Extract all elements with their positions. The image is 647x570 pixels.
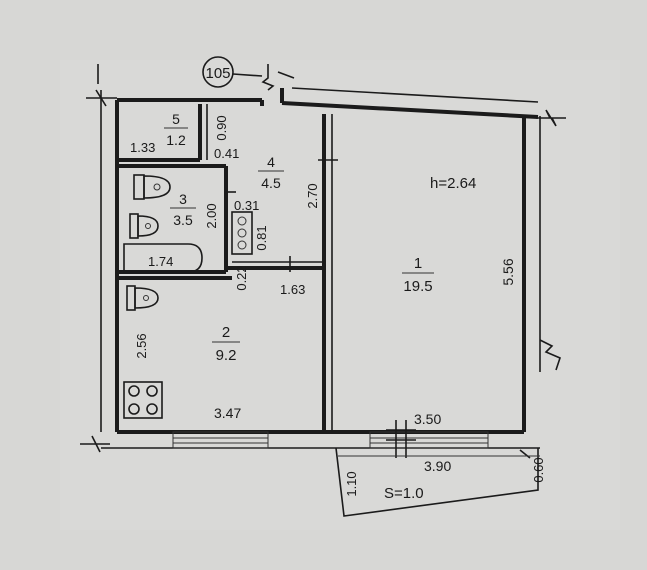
break-marks bbox=[80, 64, 566, 459]
utility-box-icon bbox=[231, 211, 253, 255]
bathtub-icon bbox=[123, 243, 203, 273]
room-3-number: 3 bbox=[179, 191, 187, 207]
room-4-area: 4.5 bbox=[261, 175, 281, 191]
apartment-number: 105 bbox=[205, 65, 230, 82]
dim-0-31: 0.31 bbox=[234, 198, 259, 213]
apartment-marker: 105 bbox=[202, 56, 263, 88]
dim-0-81: 0.81 bbox=[254, 225, 269, 250]
room-5-number: 5 bbox=[172, 111, 180, 127]
dim-0-60: 0.60 bbox=[531, 457, 546, 482]
fixtures bbox=[123, 174, 253, 419]
room-labels: 5 1.2 4 4.5 3 3.5 1 19.5 2 9.2 h=2.64 S=… bbox=[164, 111, 476, 502]
balcony-area: S=1.0 bbox=[384, 485, 424, 502]
dimension-labels: 1.33 0.90 0.41 2.70 2.00 0.31 0.81 1.74 … bbox=[130, 115, 546, 496]
room-1-number: 1 bbox=[414, 255, 422, 272]
room-4-number: 4 bbox=[267, 154, 275, 170]
room-3-area: 3.5 bbox=[173, 212, 193, 228]
dim-0-41: 0.41 bbox=[214, 146, 239, 161]
room-2-number: 2 bbox=[222, 324, 230, 341]
dim-1-74: 1.74 bbox=[148, 254, 173, 269]
room-5-area: 1.2 bbox=[166, 132, 186, 148]
dim-1-33: 1.33 bbox=[130, 140, 155, 155]
dim-5-56: 5.56 bbox=[500, 258, 516, 285]
toilet-icon bbox=[133, 174, 171, 200]
outer-walls bbox=[100, 87, 541, 449]
kitchen-sink-icon bbox=[126, 285, 159, 311]
stove-icon bbox=[123, 381, 163, 419]
dim-3-50: 3.50 bbox=[414, 411, 441, 427]
dim-1-10: 1.10 bbox=[344, 471, 359, 496]
dim-0-90: 0.90 bbox=[214, 115, 229, 140]
room-1-area: 19.5 bbox=[403, 278, 432, 295]
dim-0-22: 0.22 bbox=[234, 265, 249, 290]
paper-sheet bbox=[60, 60, 620, 530]
dim-3-90: 3.90 bbox=[424, 458, 451, 474]
room-2-area: 9.2 bbox=[216, 347, 237, 364]
dim-2-56: 2.56 bbox=[134, 333, 149, 358]
dim-1-63: 1.63 bbox=[280, 282, 305, 297]
ceiling-height: h=2.64 bbox=[430, 175, 476, 192]
dim-2-00: 2.00 bbox=[204, 203, 219, 228]
dim-2-70: 2.70 bbox=[305, 183, 320, 208]
sink-icon bbox=[129, 213, 159, 239]
balcony bbox=[335, 420, 540, 517]
dim-3-47: 3.47 bbox=[214, 405, 241, 421]
